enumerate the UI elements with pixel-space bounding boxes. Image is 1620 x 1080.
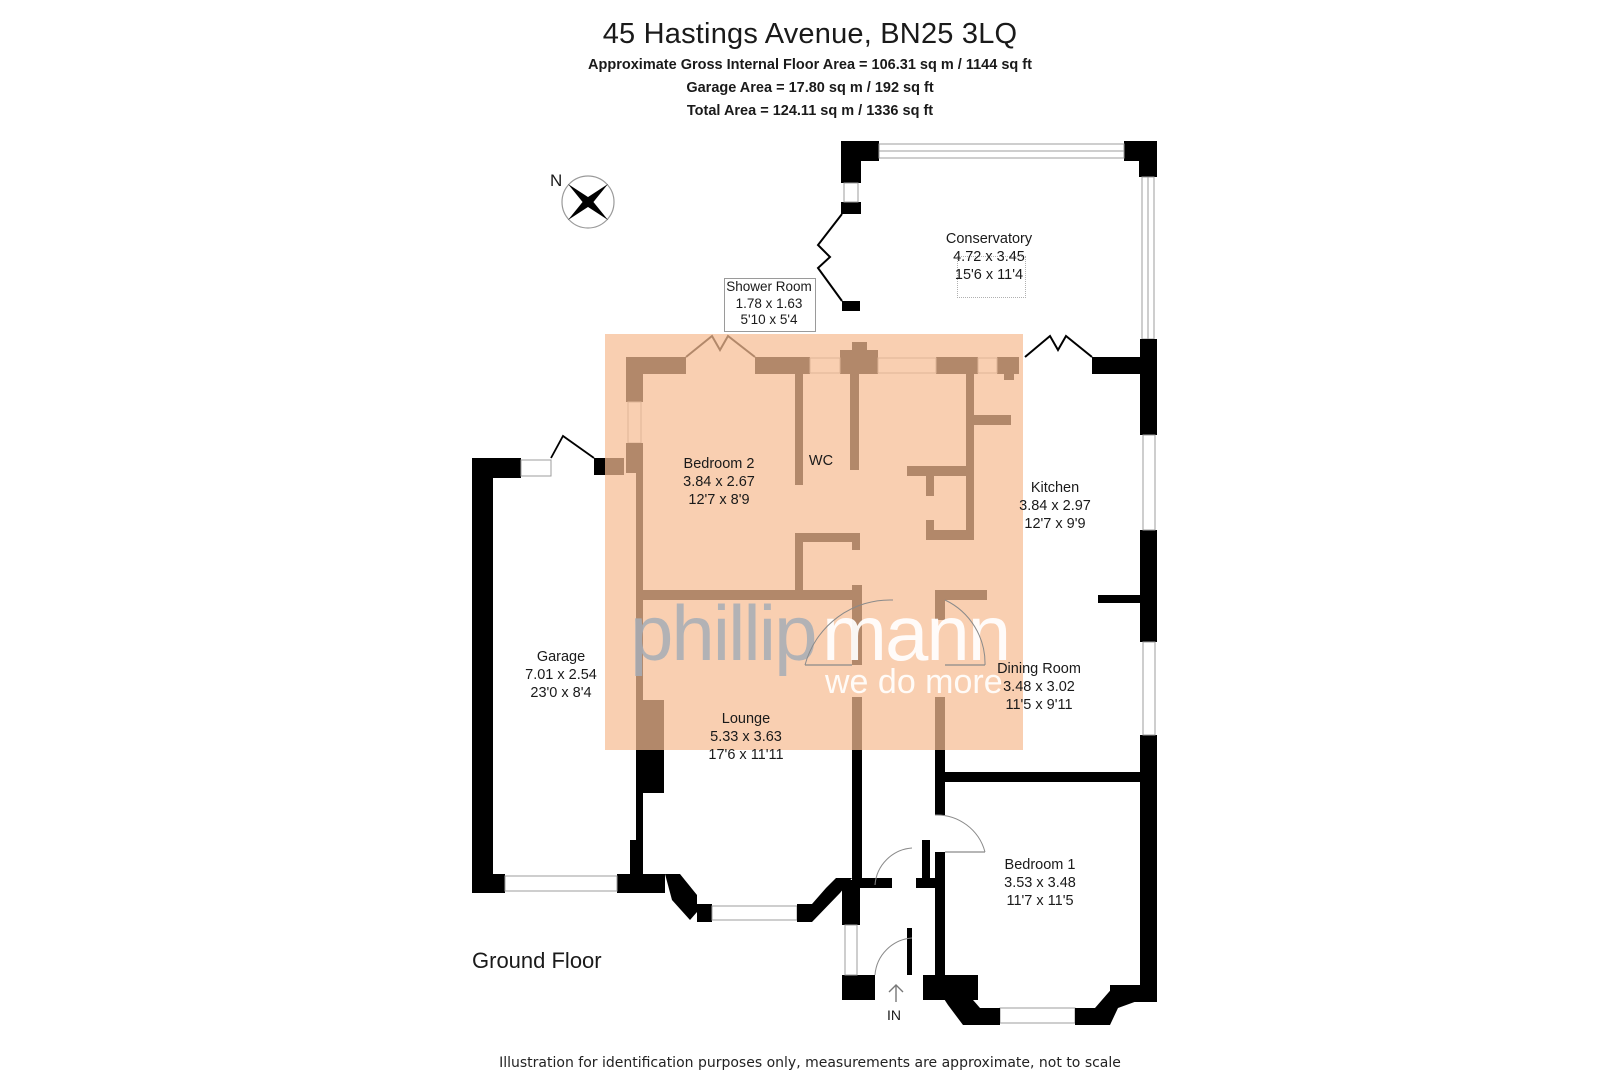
room-metric: 3.84 x 2.67 [683, 474, 755, 490]
room-name: Bedroom 2 [683, 456, 755, 472]
entrance-label: IN [887, 1007, 901, 1023]
room-metric: 5.33 x 3.63 [710, 729, 782, 745]
room-label-kitchen: Kitchen 3.84 x 2.97 12'7 x 9'9 [1019, 479, 1091, 533]
phillip-mann-watermark: phillip mann we do more [630, 589, 1011, 701]
garage-area-text: Garage Area = 17.80 sq m / 192 sq ft [686, 80, 934, 96]
room-imperial: 15'6 x 11'4 [954, 267, 1024, 283]
room-imperial: 11'7 x 11'5 [1006, 893, 1074, 909]
room-imperial: 12'7 x 9'9 [1024, 516, 1086, 532]
room-label-shower-room: Shower Room 1.78 x 1.63 5'10 x 5'4 [726, 279, 812, 329]
room-metric: 3.48 x 3.02 [1003, 679, 1075, 695]
room-imperial: 5'10 x 5'4 [740, 312, 798, 327]
compass-north-label: N [550, 171, 563, 190]
room-name: Dining Room [997, 661, 1081, 677]
room-label-lounge: Lounge 5.33 x 3.63 17'6 x 11'11 [708, 710, 783, 764]
property-address-title: 45 Hastings Avenue, BN25 3LQ [602, 18, 1018, 50]
room-name: Kitchen [1030, 480, 1080, 496]
room-label-garage: Garage 7.01 x 2.54 23'0 x 8'4 [525, 648, 597, 702]
svg-text:phillip: phillip [630, 589, 815, 677]
room-imperial: 17'6 x 11'11 [708, 747, 784, 763]
floor-label: Ground Floor [472, 948, 602, 973]
room-label-bedroom-1: Bedroom 1 3.53 x 3.48 11'7 x 11'5 [1004, 856, 1076, 910]
room-name: Shower Room [726, 279, 812, 294]
room-name: Bedroom 1 [1004, 857, 1076, 873]
room-imperial: 11'5 x 9'11 [1005, 697, 1073, 713]
room-metric: 3.84 x 2.97 [1019, 498, 1091, 514]
room-label-conservatory: Conservatory 4.72 x 3.45 15'6 x 11'4 [946, 230, 1032, 284]
room-metric: 7.01 x 2.54 [525, 667, 597, 683]
room-metric: 4.72 x 3.45 [953, 249, 1025, 265]
room-name: WC [808, 453, 834, 469]
room-imperial: 23'0 x 8'4 [530, 685, 592, 701]
highlight-overlay [605, 334, 1023, 750]
room-label-wc: WC [809, 452, 833, 470]
room-imperial: 12'7 x 8'9 [688, 492, 750, 508]
arrow-up-icon [888, 984, 904, 1002]
room-metric: 1.78 x 1.63 [735, 295, 803, 311]
room-name: Lounge [721, 711, 771, 727]
shower-room-label-box [724, 278, 816, 332]
room-name: Garage [536, 649, 586, 665]
compass-rose-icon [561, 175, 615, 229]
room-label-dining-room: Dining Room 3.48 x 3.02 11'5 x 9'11 [997, 660, 1081, 714]
svg-text:mann: mann [822, 589, 1009, 677]
gross-internal-area-text: Approximate Gross Internal Floor Area = … [588, 57, 1032, 73]
room-label-bedroom-2: Bedroom 2 3.84 x 2.67 12'7 x 8'9 [683, 455, 755, 509]
room-name: Conservatory [945, 231, 1033, 247]
svg-text:we do more: we do more [824, 663, 1003, 701]
conservatory-label-box [957, 256, 1026, 298]
total-area-text: Total Area = 124.11 sq m / 1336 sq ft [686, 103, 934, 119]
room-metric: 3.53 x 3.48 [1004, 875, 1076, 891]
disclaimer-text: Illustration for identification purposes… [499, 1055, 1121, 1071]
